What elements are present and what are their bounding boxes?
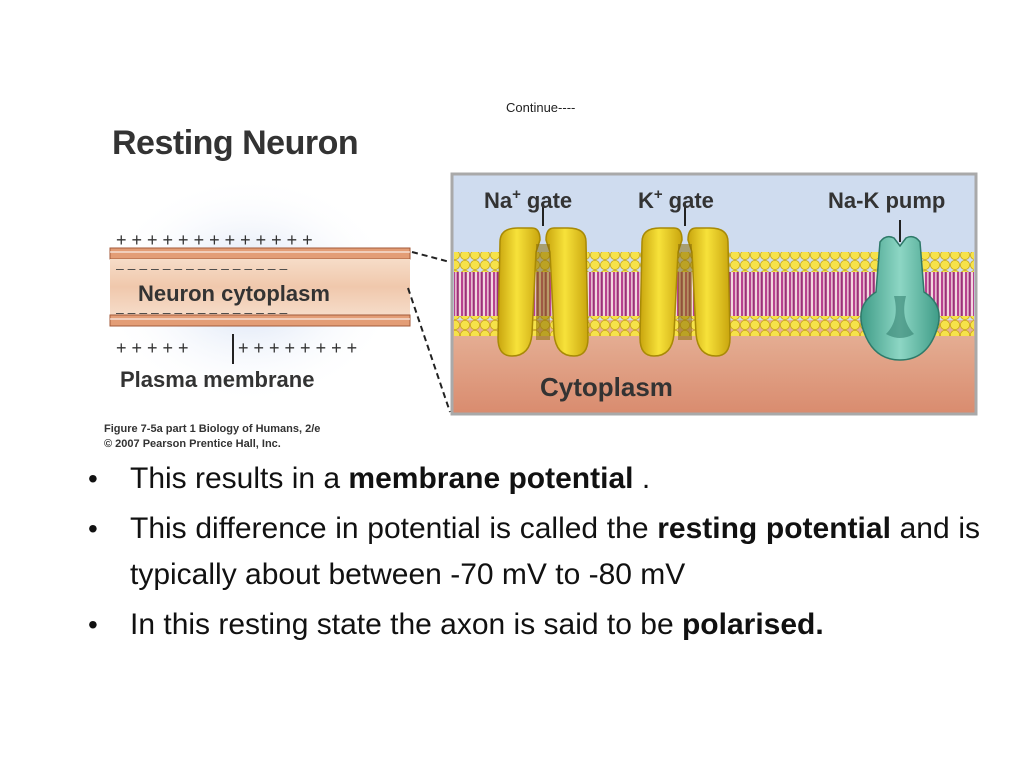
bottom-plus-charges-left: + + + + + [116,338,189,358]
caption-line-1: Figure 7-5a part 1 Biology of Humans, 2/… [104,423,321,435]
k-gate-label: K+gate [638,186,714,213]
bottom-plus-charges-right: + + + + + + + + [238,338,357,358]
na-k-pump-label: Na-K pump [828,188,945,213]
caption-line-2: © 2007 Pearson Prentice Hall, Inc. [104,438,281,450]
top-plus-charges: + + + + + + + + + + + + + [116,230,313,250]
axon-segment [109,247,411,327]
zoom-line-top [411,251,451,263]
minus-charges-top: – – – – – – – – – – – – – – – [116,260,287,276]
neuron-cytoplasm-label: Neuron cytoplasm [138,281,330,306]
zoom-line-bottom [407,287,451,413]
bullet-item: •In this resting state the axon is said … [88,602,980,648]
bold-term: polarised. [681,608,824,641]
neuron-diagram: + + + + + + + + + + + + + – – – – – – – … [100,172,978,416]
bold-term: resting potential [657,512,891,545]
figure-title: Resting Neuron [112,124,359,162]
bullet-list: •This results in a membrane potential . … [88,456,980,652]
resting-neuron-figure: Resting Neuron [100,120,980,460]
continue-label: Continue---- [506,100,576,112]
na-gate-label: Na+gate [484,186,572,213]
na-gate-channel [497,206,589,357]
bullet-dot: • [88,463,98,494]
bullet-item: •This results in a membrane potential . [88,456,980,502]
minus-charges-bottom: – – – – – – – – – – – – – – – [116,304,287,320]
bullet-dot: • [88,609,98,640]
bold-term: membrane potential [348,462,634,495]
plasma-membrane-label: Plasma membrane [120,367,314,392]
bullet-item: •This difference in potential is called … [88,506,980,598]
na-k-pump-protein [860,220,940,361]
bullet-dot: • [88,513,98,544]
figure-caption: Figure 7-5a part 1 Biology of Humans, 2/… [104,422,320,452]
k-gate-channel [639,206,731,357]
cytoplasm-label: Cytoplasm [540,372,673,402]
